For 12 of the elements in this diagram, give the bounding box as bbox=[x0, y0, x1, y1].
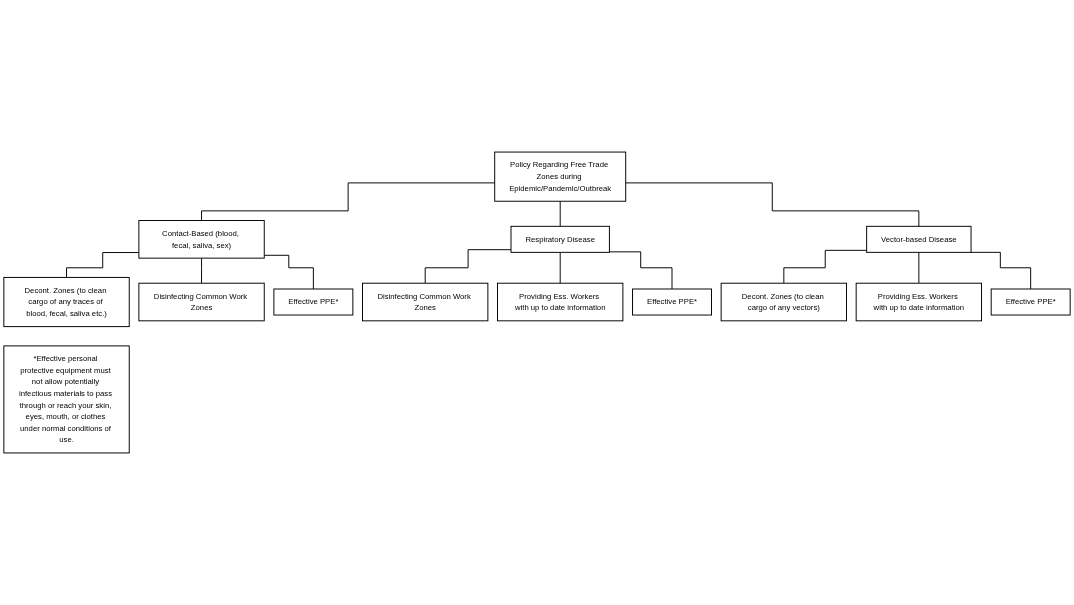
connector bbox=[263, 254, 314, 290]
connector bbox=[969, 251, 1032, 290]
connector bbox=[424, 249, 512, 284]
connector bbox=[201, 257, 203, 284]
connector bbox=[66, 252, 140, 278]
connector bbox=[608, 251, 673, 290]
connector bbox=[559, 200, 561, 227]
connector bbox=[918, 251, 920, 284]
connector bbox=[783, 249, 868, 284]
connector bbox=[201, 182, 496, 221]
connector bbox=[559, 251, 561, 284]
connector bbox=[625, 182, 920, 227]
